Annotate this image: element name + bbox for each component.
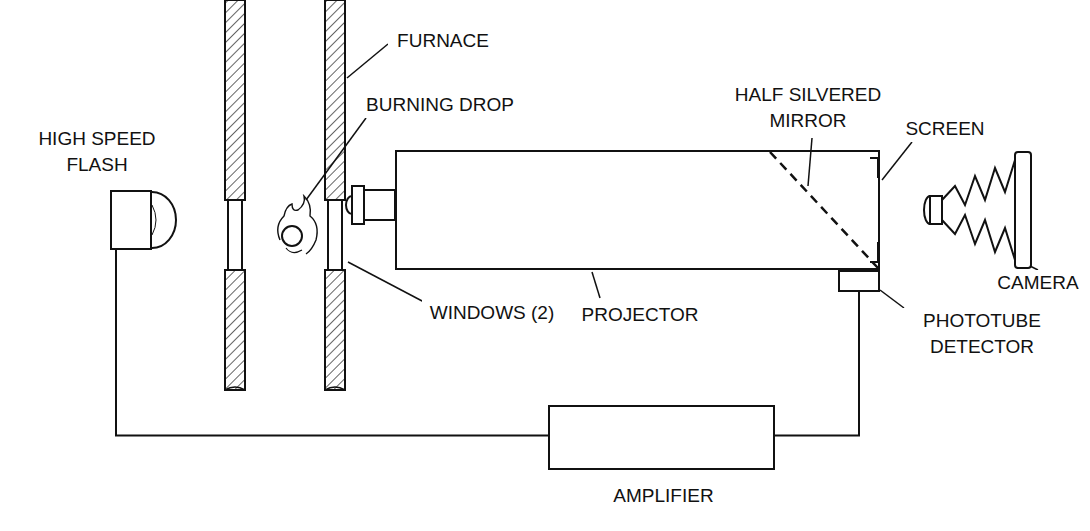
half-silvered-mirror [770,152,878,268]
box-label: AMPLIFIER [550,483,777,509]
screen [870,158,878,262]
box-label: PHOTOTUBE DETECTOR [892,308,1072,360]
projector-box: PROJECTOR [395,150,880,270]
phototube-box: PHOTOTUBE DETECTOR [838,270,880,292]
furnace-walls [225,0,345,390]
burning-drop [278,196,317,254]
projector-lens [346,186,395,224]
signal-wire [775,292,859,436]
amplifier-box: AMPLIFIER [548,405,775,470]
drop-label: BURNING DROP [360,92,520,118]
flash-box: HIGH SPEED FLASH [110,190,152,250]
box-label: PROJECTOR [575,302,705,328]
screen-label: SCREEN [900,116,990,142]
window-label: WINDOWS (2) [422,300,562,326]
camera [924,152,1031,268]
box-label: HIGH SPEED FLASH [12,126,182,178]
mirror-label: HALF SILVERED MIRROR [718,82,898,134]
furnace-label: FURNACE [388,28,498,54]
flash-lens [152,205,156,235]
signal-wire [116,250,548,436]
flash-dome [152,192,176,248]
camera-label: CAMERA [990,270,1086,296]
leader-lines [306,44,1038,308]
